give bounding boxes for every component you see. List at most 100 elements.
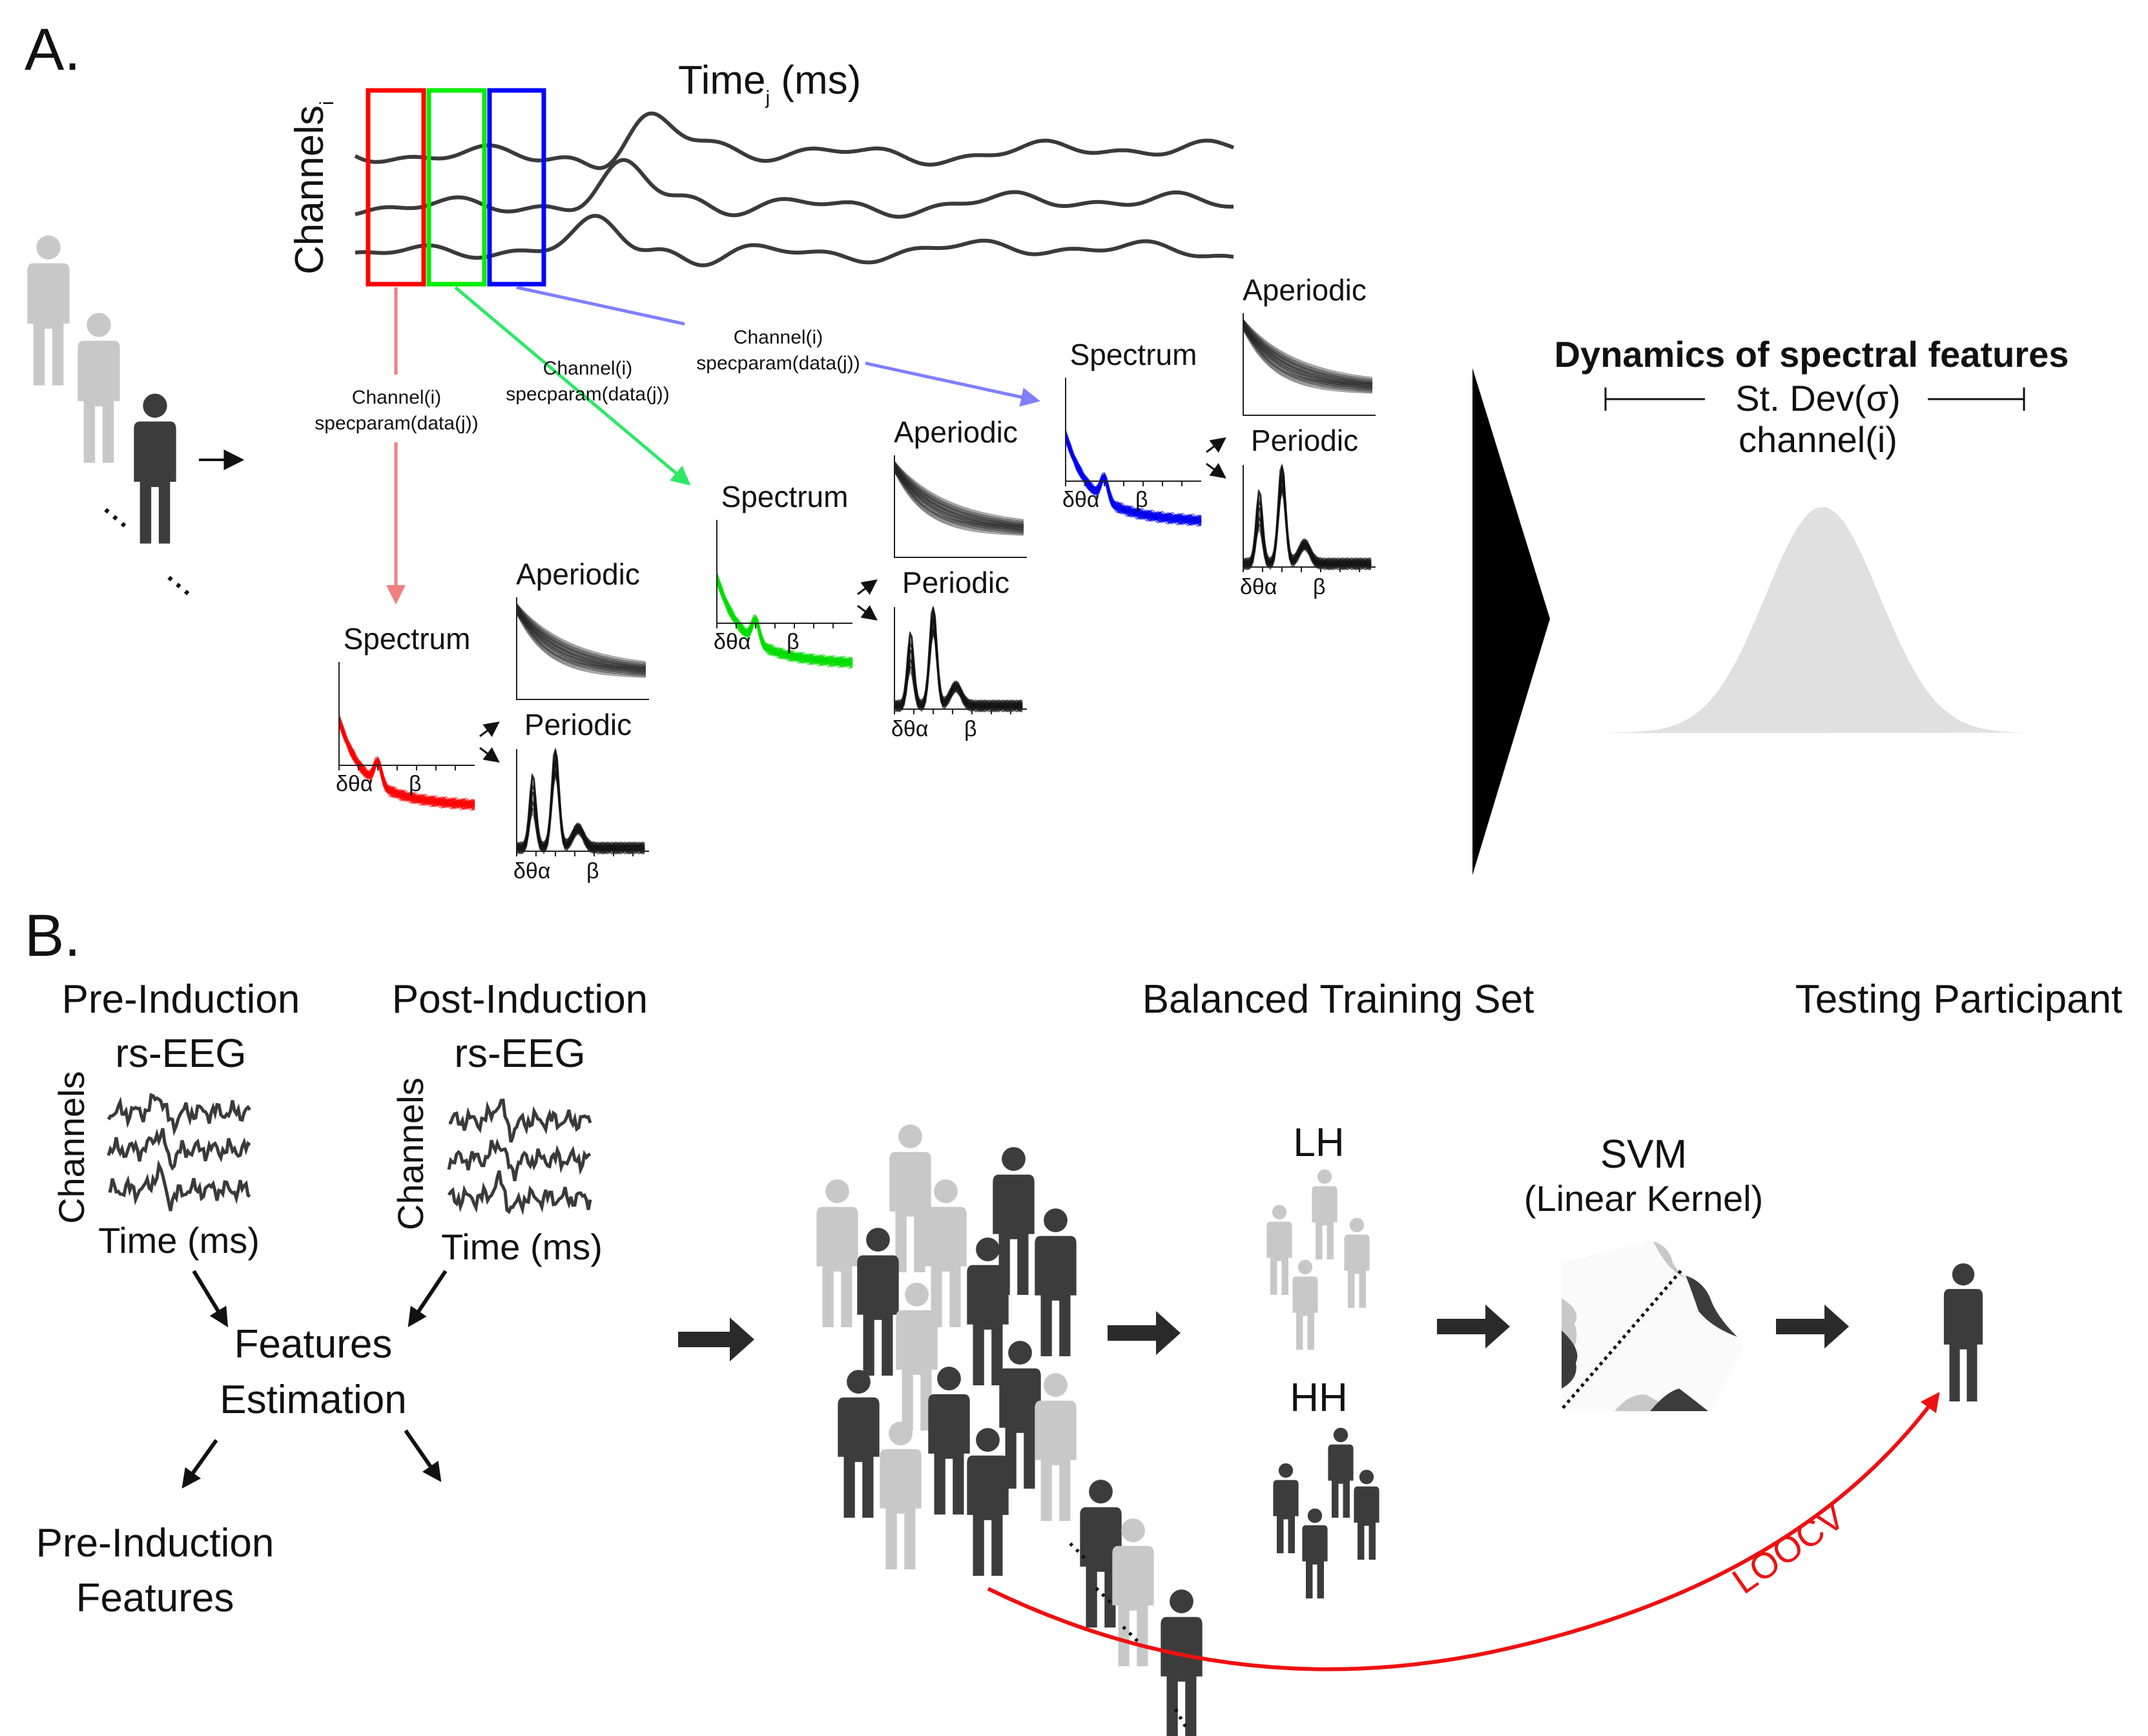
- spectrum-title: Spectrum: [721, 480, 849, 513]
- band-tick-label: δθα: [336, 772, 373, 796]
- aperiodic-line: [1243, 319, 1373, 383]
- periodic-line: [894, 613, 1023, 708]
- arrow-green: [454, 286, 691, 486]
- aperiodic-line: [1243, 321, 1373, 380]
- periodic-line: [894, 617, 1023, 710]
- aperiodic-line: [516, 603, 646, 669]
- aperiodic-line: [516, 607, 646, 669]
- aperiodic-line: [894, 463, 1024, 528]
- aperiodic-line: [894, 465, 1024, 526]
- periodic-line: [894, 608, 1023, 711]
- participant-icon: [838, 1370, 880, 1518]
- eeg-trace: [355, 158, 1234, 219]
- stdev-label: St. Dev(σ): [1735, 378, 1900, 418]
- periodic-line: [1243, 465, 1372, 570]
- aperiodic-line: [1243, 325, 1373, 390]
- aperiodic-line: [894, 469, 1024, 533]
- periodic-line: [1243, 478, 1372, 567]
- periodic-line: [894, 604, 1023, 709]
- split-arrow: [857, 579, 878, 595]
- periodic-line: [894, 631, 1023, 710]
- band-tick-label: β: [586, 859, 599, 884]
- summary-triangle: [1472, 368, 1550, 875]
- aperiodic-line: [894, 465, 1024, 527]
- time-window-blue: [487, 88, 546, 287]
- aperiodic-title: Aperiodic: [1243, 273, 1367, 307]
- aperiodic-line: [894, 467, 1024, 527]
- aperiodic-line: [516, 607, 646, 672]
- annotation-red-line1: Channel(i): [352, 387, 441, 408]
- flow-arrow: [1437, 1305, 1510, 1348]
- eeg-trace: [108, 1159, 251, 1212]
- aperiodic-title: Aperiodic: [894, 415, 1018, 449]
- periodic-line: [1243, 484, 1372, 571]
- ellipsis-icon: ...: [160, 550, 212, 604]
- flow-arrow: [678, 1318, 754, 1361]
- aperiodic-line: [516, 613, 646, 676]
- aperiodic-line: [516, 607, 646, 670]
- lh-label: LH: [1293, 1121, 1344, 1165]
- periodic-line: [894, 628, 1023, 712]
- loocv-arrow: [987, 1392, 1940, 1671]
- aperiodic-line: [1243, 327, 1373, 387]
- pre-eeg-mini: [107, 1093, 251, 1212]
- band-tick-label: β: [787, 630, 800, 654]
- aperiodic-line: [516, 605, 646, 666]
- aperiodic-line: [1243, 323, 1373, 382]
- periodic-line: [516, 770, 645, 854]
- annotation-green-line1: Channel(i): [543, 358, 632, 379]
- periodic-line: [516, 752, 645, 852]
- periodic-line: [1243, 485, 1372, 567]
- periodic-line: [516, 773, 645, 853]
- aperiodic-line: [516, 605, 646, 665]
- aperiodic-line: [516, 607, 646, 668]
- aperiodic-line: [894, 461, 1024, 527]
- eeg-trace: [447, 1138, 592, 1182]
- periodic-line: [894, 606, 1023, 710]
- periodic-line: [894, 631, 1023, 711]
- pre-time-label: Time (ms): [98, 1220, 260, 1261]
- periodic-line: [516, 762, 645, 851]
- band-tick-label: δθα: [1240, 575, 1277, 599]
- split-arrow: [479, 747, 500, 763]
- aperiodic-line: [1243, 325, 1373, 385]
- periodic-line: [1243, 477, 1372, 570]
- participant-icon: [889, 1124, 931, 1272]
- aperiodic-line: [1243, 327, 1373, 390]
- periodic-line: [1243, 486, 1372, 570]
- periodic-line: [894, 628, 1023, 712]
- aperiodic-line: [1243, 321, 1373, 382]
- periodic-line: [516, 765, 645, 851]
- aperiodic-plot: [894, 455, 1027, 558]
- aperiodic-line: [1243, 325, 1373, 387]
- spectrum-title: Spectrum: [344, 622, 471, 656]
- eeg-trace: [107, 1128, 251, 1171]
- periodic-line: [516, 769, 645, 855]
- aperiodic-line: [894, 463, 1024, 522]
- pre-features-title: Pre-Induction: [36, 1521, 274, 1566]
- aperiodic-line: [894, 465, 1024, 524]
- aperiodic-line: [894, 471, 1024, 532]
- aperiodic-line: [894, 469, 1024, 532]
- lh-participant-icon: [1266, 1204, 1292, 1295]
- aperiodic-line: [1243, 327, 1373, 385]
- periodic-line: [516, 761, 645, 852]
- periodic-line: [1243, 466, 1372, 569]
- band-tick-label: δθα: [714, 630, 751, 654]
- participant-icon-light: [77, 313, 120, 463]
- spectrum-line: [338, 714, 475, 803]
- aperiodic-line: [516, 611, 646, 676]
- aperiodic-axes: [516, 597, 649, 700]
- aperiodic-line: [1243, 329, 1373, 390]
- periodic-line: [894, 621, 1023, 710]
- aperiodic-line: [516, 603, 646, 667]
- periodic-line: [1243, 479, 1372, 568]
- annotation-blue-line2: specparam(data(j)): [696, 353, 860, 374]
- pre-to-features-arrow: [192, 1270, 229, 1328]
- periodic-line: [1243, 471, 1372, 566]
- aperiodic-line: [1243, 323, 1373, 384]
